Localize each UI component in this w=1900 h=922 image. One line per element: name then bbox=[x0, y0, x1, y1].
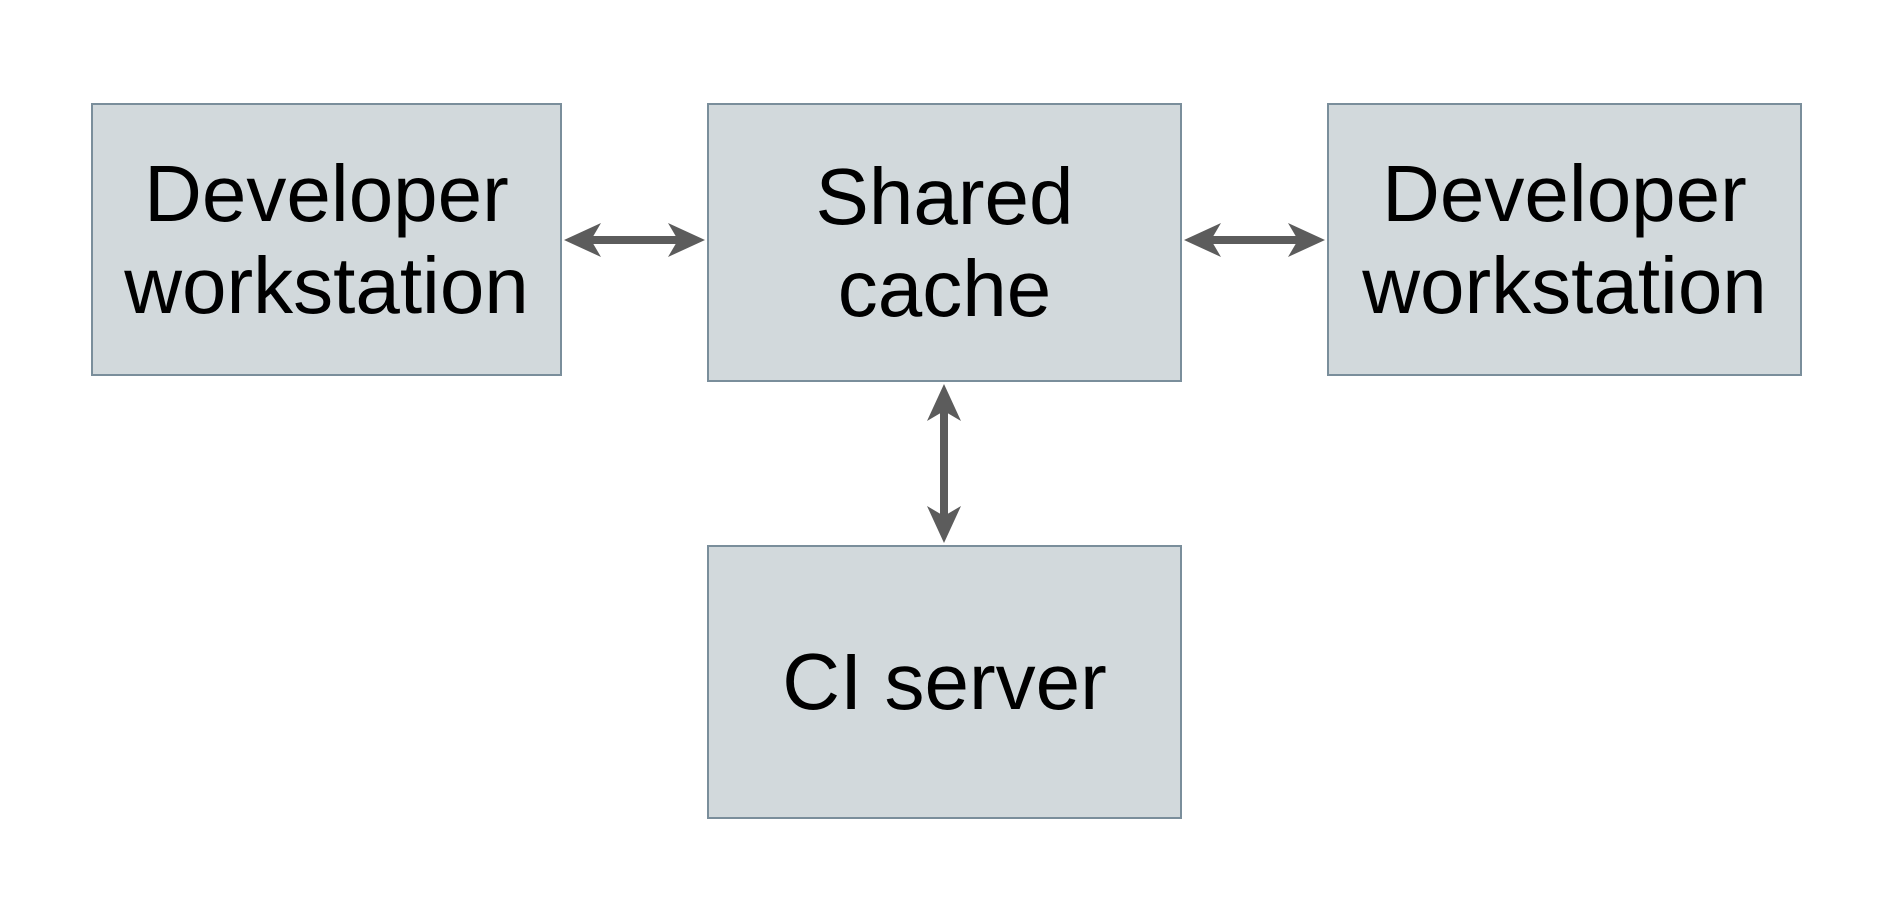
arrow-workstation-left-shared-cache-icon bbox=[564, 223, 705, 257]
node-developer-workstation-right-label: Developer workstation bbox=[1362, 148, 1767, 330]
node-ci-server-label: CI server bbox=[782, 637, 1107, 726]
arrow-shared-cache-workstation-right-icon bbox=[1184, 223, 1325, 257]
node-developer-workstation-right: Developer workstation bbox=[1327, 103, 1802, 376]
node-developer-workstation-left: Developer workstation bbox=[91, 103, 562, 376]
node-shared-cache-label: Shared cache bbox=[815, 151, 1074, 333]
arrow-shared-cache-ci-server-icon bbox=[927, 384, 961, 543]
node-ci-server: CI server bbox=[707, 545, 1182, 819]
node-developer-workstation-left-label: Developer workstation bbox=[124, 148, 529, 330]
node-shared-cache: Shared cache bbox=[707, 103, 1182, 382]
